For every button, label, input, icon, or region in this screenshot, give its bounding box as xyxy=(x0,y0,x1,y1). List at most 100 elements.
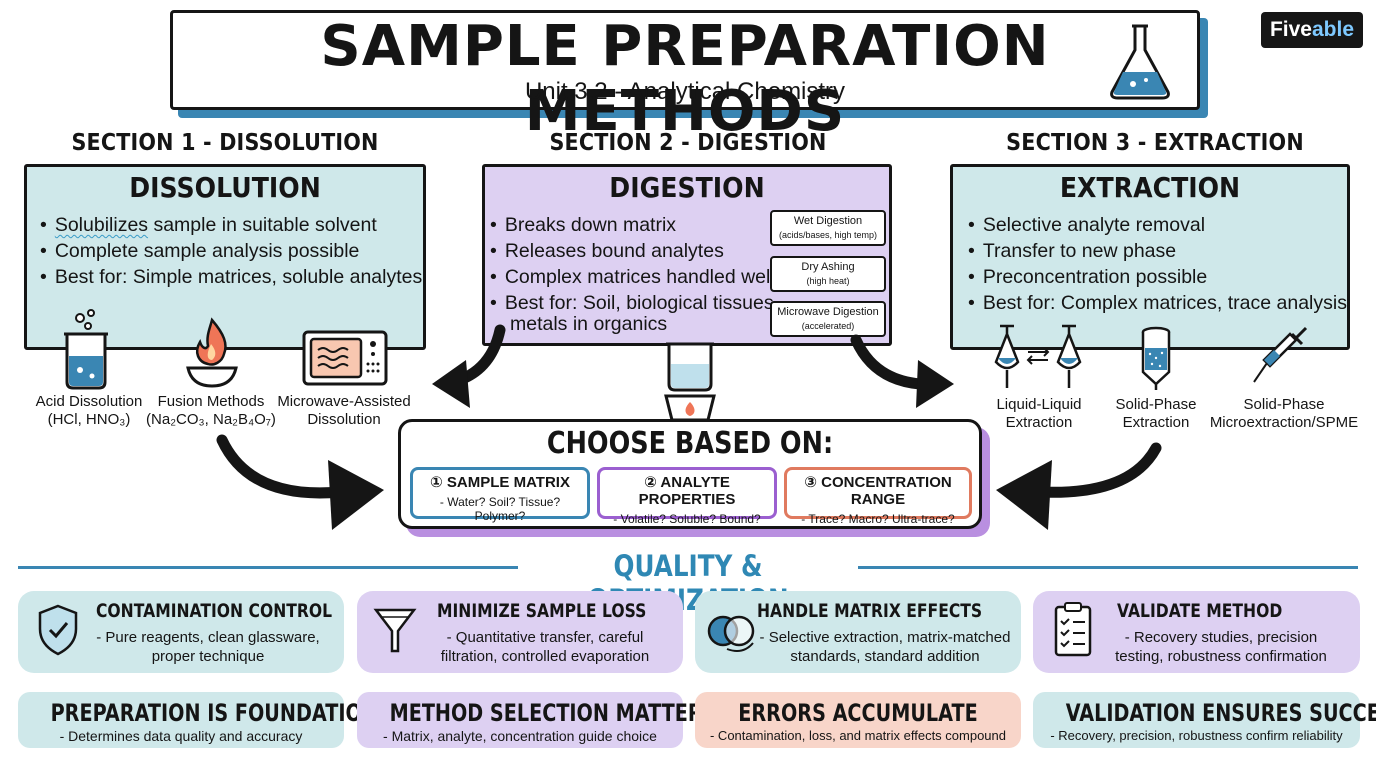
icon-label-line: Fusion Methods xyxy=(157,393,265,410)
method-name: Microwave Digestion xyxy=(777,306,879,318)
takeaway-title: PREPARATION IS FOUNDATION xyxy=(50,699,378,727)
spme-label: Solid-Phase Microextraction/SPME xyxy=(1204,396,1364,432)
choose-title: CHOOSE BASED ON: xyxy=(546,426,834,461)
digestion-bullets: Breaks down matrix Releases bound analyt… xyxy=(490,212,779,316)
card-description-line: standards, standard addition xyxy=(790,648,980,665)
criterion-concentration-range: ③ CONCENTRATION RANGE - Trace? Macro? Ul… xyxy=(784,467,972,526)
criterion-subtitle: - Volatile? Soluble? Bound? xyxy=(613,512,761,526)
list-item: Releases bound analytes xyxy=(490,238,775,264)
card-description-line: - Selective extraction, matrix-matched xyxy=(759,629,1011,646)
extraction-bullets: Selective analyte removal Transfer to ne… xyxy=(968,212,1348,316)
bullet-underlined-text: Solubilizes xyxy=(54,214,149,236)
list-item: Preconcentration possible xyxy=(968,264,1348,290)
extraction-title: EXTRACTION xyxy=(1059,171,1241,204)
beaker-icon xyxy=(64,309,108,390)
criterion-subtitle: - Water? Soil? Tissue? Polymer? xyxy=(439,495,561,523)
list-item: Complex matrices handled well xyxy=(490,264,775,290)
takeaway-description: - Recovery, precision, robustness confir… xyxy=(1050,728,1343,743)
takeaway-preparation-foundation: PREPARATION IS FOUNDATION - Determines d… xyxy=(18,692,378,748)
contamination-control-card: CONTAMINATION CONTROL - Pure reagents, c… xyxy=(18,591,344,673)
microwave-dissolution-label: Microwave-Assisted Dissolution xyxy=(272,393,416,429)
minimize-sample-loss-card: MINIMIZE SAMPLE LOSS - Quantitative tran… xyxy=(357,591,683,673)
logo-text-able: able xyxy=(1312,18,1355,41)
card-title: VALIDATE METHOD xyxy=(1117,600,1283,622)
card-description-line: filtration, controlled evaporation xyxy=(440,648,650,665)
acid-dissolution-label: Acid Dissolution (HCl, HNO₃) xyxy=(26,393,152,429)
validate-method-card: VALIDATE METHOD - Recovery studies, prec… xyxy=(1033,591,1360,673)
digestion-title: DIGESTION xyxy=(609,171,765,204)
list-item: Best for: Simple matrices, soluble analy… xyxy=(40,264,425,290)
page-title: SAMPLE PREPARATION METHODS xyxy=(320,14,1050,144)
criterion-title: ② ANALYTE PROPERTIES xyxy=(638,474,736,508)
fusion-methods-label: Fusion Methods (Na₂CO₃, Na₂B₄O₇) xyxy=(146,393,276,429)
takeaway-validation-success: VALIDATION ENSURES SUCCESS - Recovery, p… xyxy=(1033,692,1376,748)
card-description-line: - Quantitative transfer, careful xyxy=(446,629,644,646)
clipboard-checklist-icon xyxy=(1054,602,1092,657)
takeaway-title: ERRORS ACCUMULATE xyxy=(738,699,978,727)
divider-right xyxy=(858,566,1358,569)
icon-label-line: Microextraction/SPME xyxy=(1209,414,1359,431)
icon-label-line: Solid-Phase xyxy=(1115,396,1197,413)
takeaway-title: VALIDATION ENSURES SUCCESS xyxy=(1065,699,1376,727)
handle-matrix-effects-card: HANDLE MATRIX EFFECTS - Selective extrac… xyxy=(695,591,1021,673)
icon-label-line: Dissolution xyxy=(307,411,381,428)
section-1-heading: SECTION 1 - DISSOLUTION xyxy=(71,130,379,156)
card-description: - Selective extraction, matrix-matched s… xyxy=(755,628,1015,666)
icon-label-line: Liquid-Liquid xyxy=(996,396,1082,413)
card-description-line: - Recovery studies, precision xyxy=(1124,629,1318,646)
card-title: CONTAMINATION CONTROL xyxy=(96,600,333,622)
shield-check-icon xyxy=(38,604,78,656)
method-name: Wet Digestion xyxy=(793,215,863,227)
card-description-line: proper technique xyxy=(151,648,265,665)
venn-icon xyxy=(707,615,755,652)
takeaway-description: - Determines data quality and accuracy xyxy=(59,728,303,744)
separatory-funnel-icon xyxy=(994,324,1082,388)
criterion-title: ③ CONCENTRATION RANGE xyxy=(804,474,952,508)
list-item: Solubilizes sample in suitable solvent xyxy=(40,212,425,238)
criterion-subtitle: - Trace? Macro? Ultra-trace? xyxy=(801,512,955,526)
method-note: (accelerated) xyxy=(801,321,855,331)
icon-label-line: Extraction xyxy=(1005,414,1073,431)
card-title: HANDLE MATRIX EFFECTS xyxy=(757,600,983,622)
list-item: Complete sample analysis possible xyxy=(40,238,425,264)
funnel-icon xyxy=(373,608,417,653)
card-description: - Recovery studies, precision testing, r… xyxy=(1101,628,1341,666)
list-item: Best for: Soil, biological tissues, xyxy=(490,290,779,316)
dissolution-title: DISSOLUTION xyxy=(129,171,321,204)
card-title: MINIMIZE SAMPLE LOSS xyxy=(437,600,647,622)
list-item: Transfer to new phase xyxy=(968,238,1348,264)
flame-crucible-icon xyxy=(186,317,238,388)
card-description: - Quantitative transfer, careful filtrat… xyxy=(425,628,665,666)
dissolution-bullets: Solubilizes sample in suitable solvent C… xyxy=(40,212,425,290)
criterion-sample-matrix: ① SAMPLE MATRIX - Water? Soil? Tissue? P… xyxy=(410,467,590,523)
method-note: (acids/bases, high temp) xyxy=(778,230,878,240)
card-description-line: - Pure reagents, clean glassware, xyxy=(96,629,320,646)
method-note: (high heat) xyxy=(806,276,850,286)
section-2-heading: SECTION 2 - DIGESTION xyxy=(549,130,827,156)
icon-label-line: Microwave-Assisted xyxy=(277,393,411,410)
syringe-icon xyxy=(1253,326,1308,383)
list-item: Best for: Complex matrices, trace analys… xyxy=(968,290,1348,316)
logo-text-five: Five xyxy=(1269,18,1312,41)
liquid-liquid-label: Liquid-Liquid Extraction xyxy=(978,396,1100,432)
arrow-digestion-right xyxy=(850,334,926,390)
method-name: Dry Ashing xyxy=(801,261,855,273)
icon-label-line: Extraction xyxy=(1122,414,1190,431)
arrow-extraction-to-choose xyxy=(1034,442,1162,498)
takeaway-title: METHOD SELECTION MATTERS xyxy=(389,699,717,727)
page-subtitle: Unit 3.2 - Analytical Chemistry xyxy=(524,78,846,105)
flask-icon xyxy=(1110,24,1170,100)
microwave-digestion-box: Microwave Digestion (accelerated) xyxy=(770,301,886,337)
divider-left xyxy=(18,566,518,569)
solid-phase-label: Solid-Phase Extraction xyxy=(1096,396,1216,432)
card-description: - Pure reagents, clean glassware, proper… xyxy=(88,628,328,666)
takeaway-method-selection: METHOD SELECTION MATTERS - Matrix, analy… xyxy=(357,692,717,748)
bullet-continuation: metals in organics xyxy=(510,313,668,335)
flow-arrows xyxy=(216,324,1162,530)
section-3-heading: SECTION 3 - EXTRACTION xyxy=(1006,130,1304,156)
dry-ashing-box: Dry Ashing (high heat) xyxy=(770,256,886,292)
takeaway-description: - Matrix, analyte, concentration guide c… xyxy=(383,728,657,744)
takeaway-description: - Contamination, loss, and matrix effect… xyxy=(709,728,1007,743)
icon-label-line: (HCl, HNO₃) xyxy=(47,411,131,428)
